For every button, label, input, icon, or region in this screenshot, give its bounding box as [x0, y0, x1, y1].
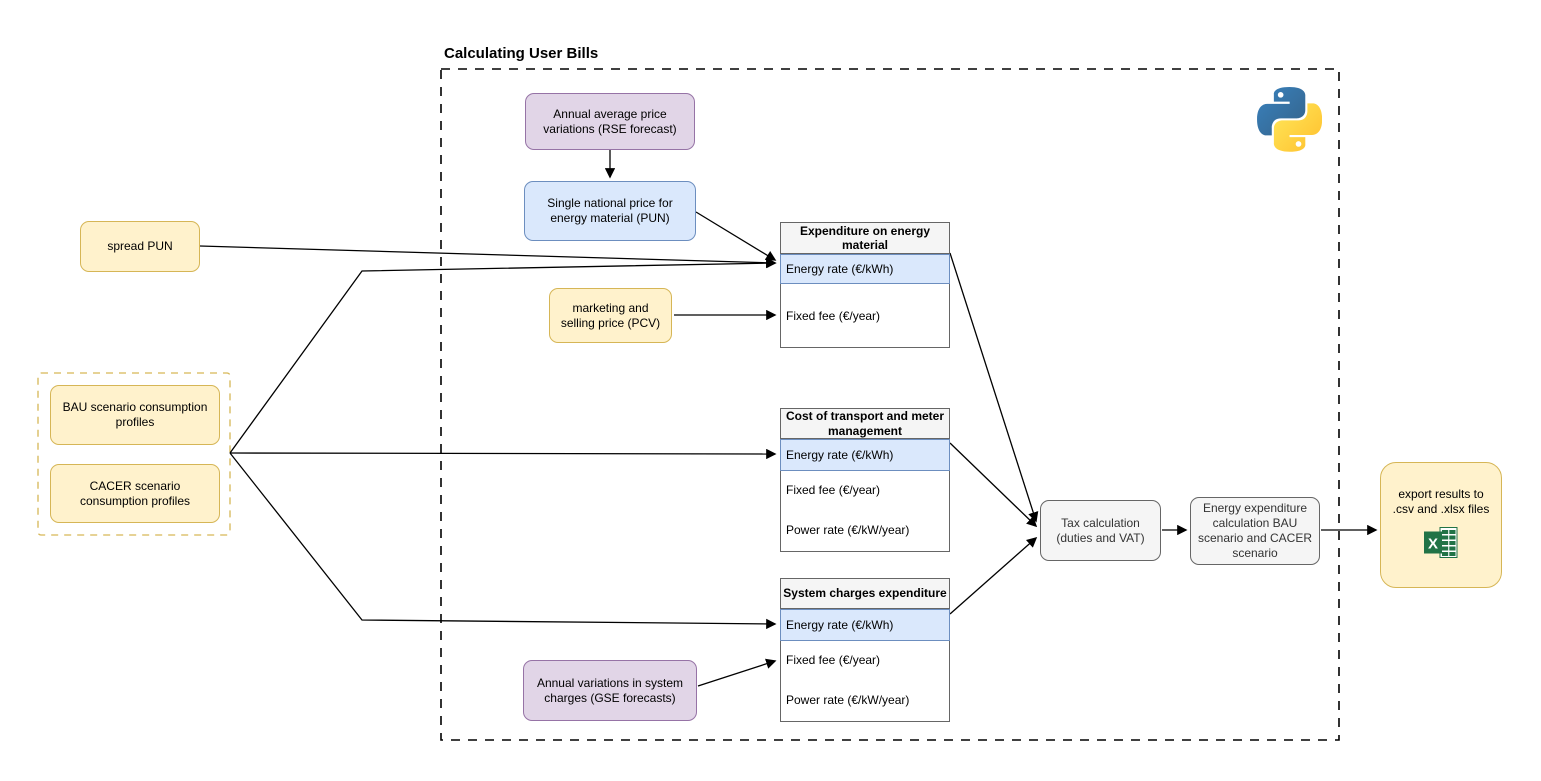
- node-rse-forecast: Annual average price variations (RSE for…: [525, 93, 695, 150]
- python-script-boundary: [440, 68, 1340, 741]
- consumption-profiles-group: [37, 372, 231, 536]
- table-energy-material-header: Expenditure on energy material: [781, 223, 949, 254]
- python-logo-icon: [1257, 87, 1323, 152]
- arrow-gse-to-fixed-fee: [697, 658, 777, 687]
- table-transport-meter: Cost of transport and meter management E…: [780, 408, 950, 552]
- table-row: Power rate (€/kW/year): [786, 523, 910, 537]
- node-tax-calculation-label: Tax calculation (duties and VAT): [1056, 515, 1145, 545]
- node-pun-label: Single national price for energy materia…: [547, 196, 673, 225]
- arrow-system-charges-to-tax: [949, 536, 1038, 615]
- node-cacer-profiles: CACER scenario consumption profiles: [50, 464, 220, 523]
- node-rse-forecast-label: Annual average price variations (RSE for…: [543, 106, 677, 136]
- svg-text:X: X: [1428, 536, 1438, 553]
- node-spread-pun-label: spread PUN: [107, 239, 173, 253]
- table-row: Energy rate (€/kWh): [780, 609, 950, 641]
- arrow-profiles-to-energy-material: [229, 257, 777, 454]
- arrow-profiles-to-system-charges: [229, 452, 777, 630]
- table-row: Energy rate (€/kWh): [780, 254, 950, 284]
- table-system-charges-header: System charges expenditure: [781, 579, 949, 609]
- table-transport-meter-header: Cost of transport and meter management: [781, 409, 949, 439]
- node-bau-profiles-label: BAU scenario consumption profiles: [62, 400, 208, 429]
- excel-spreadsheet-icon: X: [1423, 526, 1459, 563]
- table-row: Fixed fee (€/year): [786, 653, 881, 667]
- arrow-spread-pun-to-energy-rate: [199, 245, 777, 268]
- arrow-pun-to-energy-rate: [695, 211, 777, 261]
- node-spread-pun: spread PUN: [80, 221, 200, 272]
- arrow-transport-to-tax: [949, 442, 1038, 528]
- node-pcv-label: marketing and selling price (PCV): [560, 300, 661, 330]
- node-export-results: export results to .csv and .xlsx files X: [1380, 462, 1502, 588]
- node-energy-expenditure-label: Energy expenditure calculation BAU scena…: [1197, 501, 1313, 560]
- table-row: Fixed fee (€/year): [786, 309, 881, 323]
- table-row: Fixed fee (€/year): [786, 483, 881, 497]
- node-gse-forecast: Annual variations in system charges (GSE…: [523, 660, 697, 721]
- table-row: Power rate (€/kW/year): [786, 693, 910, 707]
- arrow-energy-material-to-tax: [949, 252, 1039, 523]
- node-energy-expenditure: Energy expenditure calculation BAU scena…: [1190, 497, 1320, 565]
- node-cacer-profiles-label: CACER scenario consumption profiles: [79, 478, 191, 508]
- page-title: Calculating User Bills: [444, 45, 599, 62]
- table-energy-material: Expenditure on energy material Energy ra…: [780, 222, 950, 348]
- node-export-results-label: export results to .csv and .xlsx files: [1392, 487, 1490, 516]
- node-tax-calculation: Tax calculation (duties and VAT): [1040, 500, 1161, 561]
- arrow-profiles-to-transport: [229, 448, 777, 460]
- node-pcv: marketing and selling price (PCV): [549, 288, 672, 343]
- node-bau-profiles: BAU scenario consumption profiles: [50, 385, 220, 445]
- node-gse-forecast-label: Annual variations in system charges (GSE…: [536, 675, 684, 705]
- node-pun: Single national price for energy materia…: [524, 181, 696, 241]
- table-system-charges: System charges expenditure Energy rate (…: [780, 578, 950, 722]
- table-row: Energy rate (€/kWh): [780, 439, 950, 471]
